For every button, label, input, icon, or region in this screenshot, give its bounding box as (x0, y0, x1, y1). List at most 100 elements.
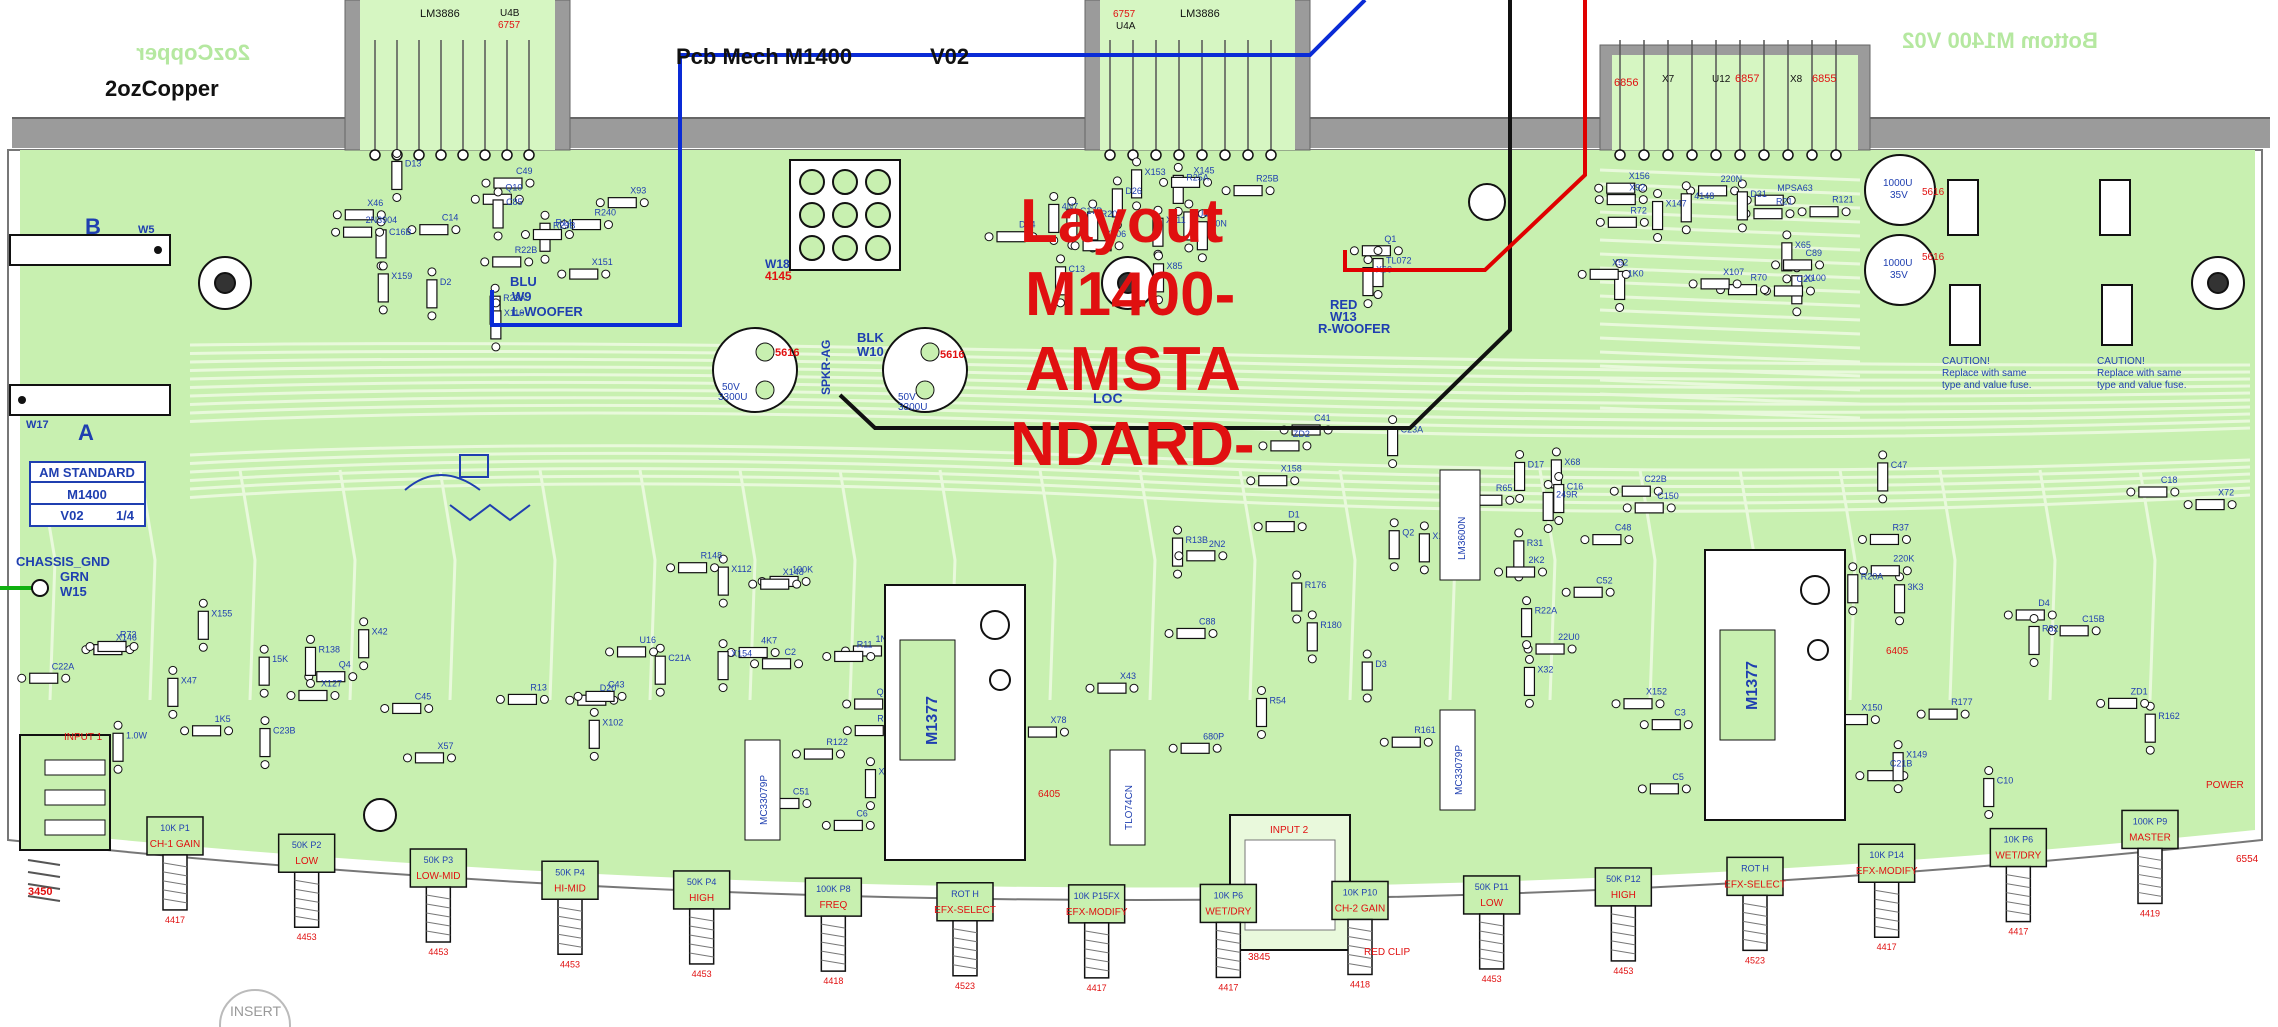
component (1771, 259, 1825, 271)
trace (438, 469, 457, 701)
w13-label: W13 (1330, 309, 1357, 324)
component-label-layer: R22BR20B1K015K100K680PC15BR13BC16BC17BR2… (52, 158, 2234, 818)
component-label: D17 (1528, 459, 1545, 469)
pot-code: 4453 (1482, 974, 1502, 984)
component (1847, 562, 1859, 616)
pot-label: EFX-SELECT (1724, 879, 1786, 890)
trace (1038, 469, 1057, 701)
pot-code: 4453 (1613, 966, 1633, 976)
component-label: 680P (1203, 731, 1224, 741)
cap-c28 (882, 327, 968, 413)
c25-value: 1000U (1883, 258, 1912, 269)
component-label: X85 (1167, 261, 1183, 271)
pot-label: HIGH (1611, 890, 1636, 901)
header-mid-part: LM3886 (1180, 8, 1220, 20)
wire-blue (490, 0, 1367, 327)
component-label: Q4 (339, 660, 351, 670)
component (1246, 475, 1300, 487)
ic-m1377-right: M1377 (1704, 549, 1846, 821)
component (1174, 550, 1228, 562)
trace (538, 469, 557, 701)
trace (1599, 294, 1861, 308)
component-label: R65 (1496, 483, 1513, 493)
header-pin-pad (1242, 149, 1254, 161)
component (1736, 179, 1748, 233)
component-label: R180 (1320, 620, 1342, 630)
component-label: X147 (1666, 199, 1687, 209)
layout-title: Layout M1400- AMSTA NDARD- (1010, 187, 1255, 479)
component (17, 672, 71, 684)
caution-left-line1: CAUTION! (1942, 356, 1990, 367)
header-pin-pad (1173, 149, 1185, 161)
input-jack-2 (1229, 814, 1351, 951)
caution-right-line2: Replace with same (2097, 368, 2182, 379)
trace (1599, 210, 1861, 224)
component (520, 228, 574, 241)
header-pin-pad (369, 149, 381, 161)
component (984, 231, 1038, 243)
trace (189, 467, 2251, 497)
component (2047, 625, 2101, 637)
component-label: X152 (1646, 687, 1667, 697)
component (1168, 742, 1222, 754)
component-label: C22B (1644, 474, 1667, 484)
am-standard-line1: AM STANDARD (39, 465, 135, 480)
header-pin-pad (479, 149, 491, 161)
pot-ref: 50K P4 (555, 867, 585, 877)
pot-code: 4453 (428, 947, 448, 957)
component-label: R37 (1892, 522, 1909, 532)
component (1054, 254, 1067, 308)
ic-u6: TLO74CN (1109, 749, 1146, 846)
component (1577, 268, 1631, 280)
pcb-title: Pcb Mech M1400 (676, 44, 852, 69)
component-label: R13B (1186, 535, 1209, 545)
pot-ref: 100K P8 (816, 884, 851, 894)
trace-layer (38, 168, 2251, 701)
component-label: D1 (1288, 510, 1300, 520)
component-label: D2 (440, 277, 452, 287)
caution-left-line2: Replace with same (1942, 368, 2027, 379)
trace (189, 349, 2251, 375)
component (1494, 566, 1548, 578)
component-label: X42 (372, 627, 388, 637)
trace (338, 469, 357, 701)
am-logo-icon (404, 454, 531, 522)
m1377-left-label: M1377 (924, 696, 941, 745)
component (180, 725, 234, 737)
component-label: X158 (1281, 464, 1302, 474)
component-label: R22A (1535, 606, 1558, 616)
component-label: C88 (1199, 616, 1216, 626)
component (304, 634, 317, 688)
component-label: X159 (391, 271, 412, 281)
c29-code: 5616 (775, 347, 799, 359)
component-label: 220N (1721, 174, 1743, 184)
component-label: C3 (1674, 708, 1686, 718)
component-label: X57 (437, 741, 453, 751)
component-label: 249R (1556, 489, 1578, 499)
u6-label: TLO74CN (1124, 785, 1135, 830)
trace (1638, 469, 1657, 701)
component-label: R138 (318, 644, 340, 654)
trace (189, 365, 2251, 390)
component-label: R20B (1101, 209, 1124, 219)
trace (1599, 378, 1861, 392)
pot-label: HIGH (689, 893, 714, 904)
component (717, 639, 729, 693)
